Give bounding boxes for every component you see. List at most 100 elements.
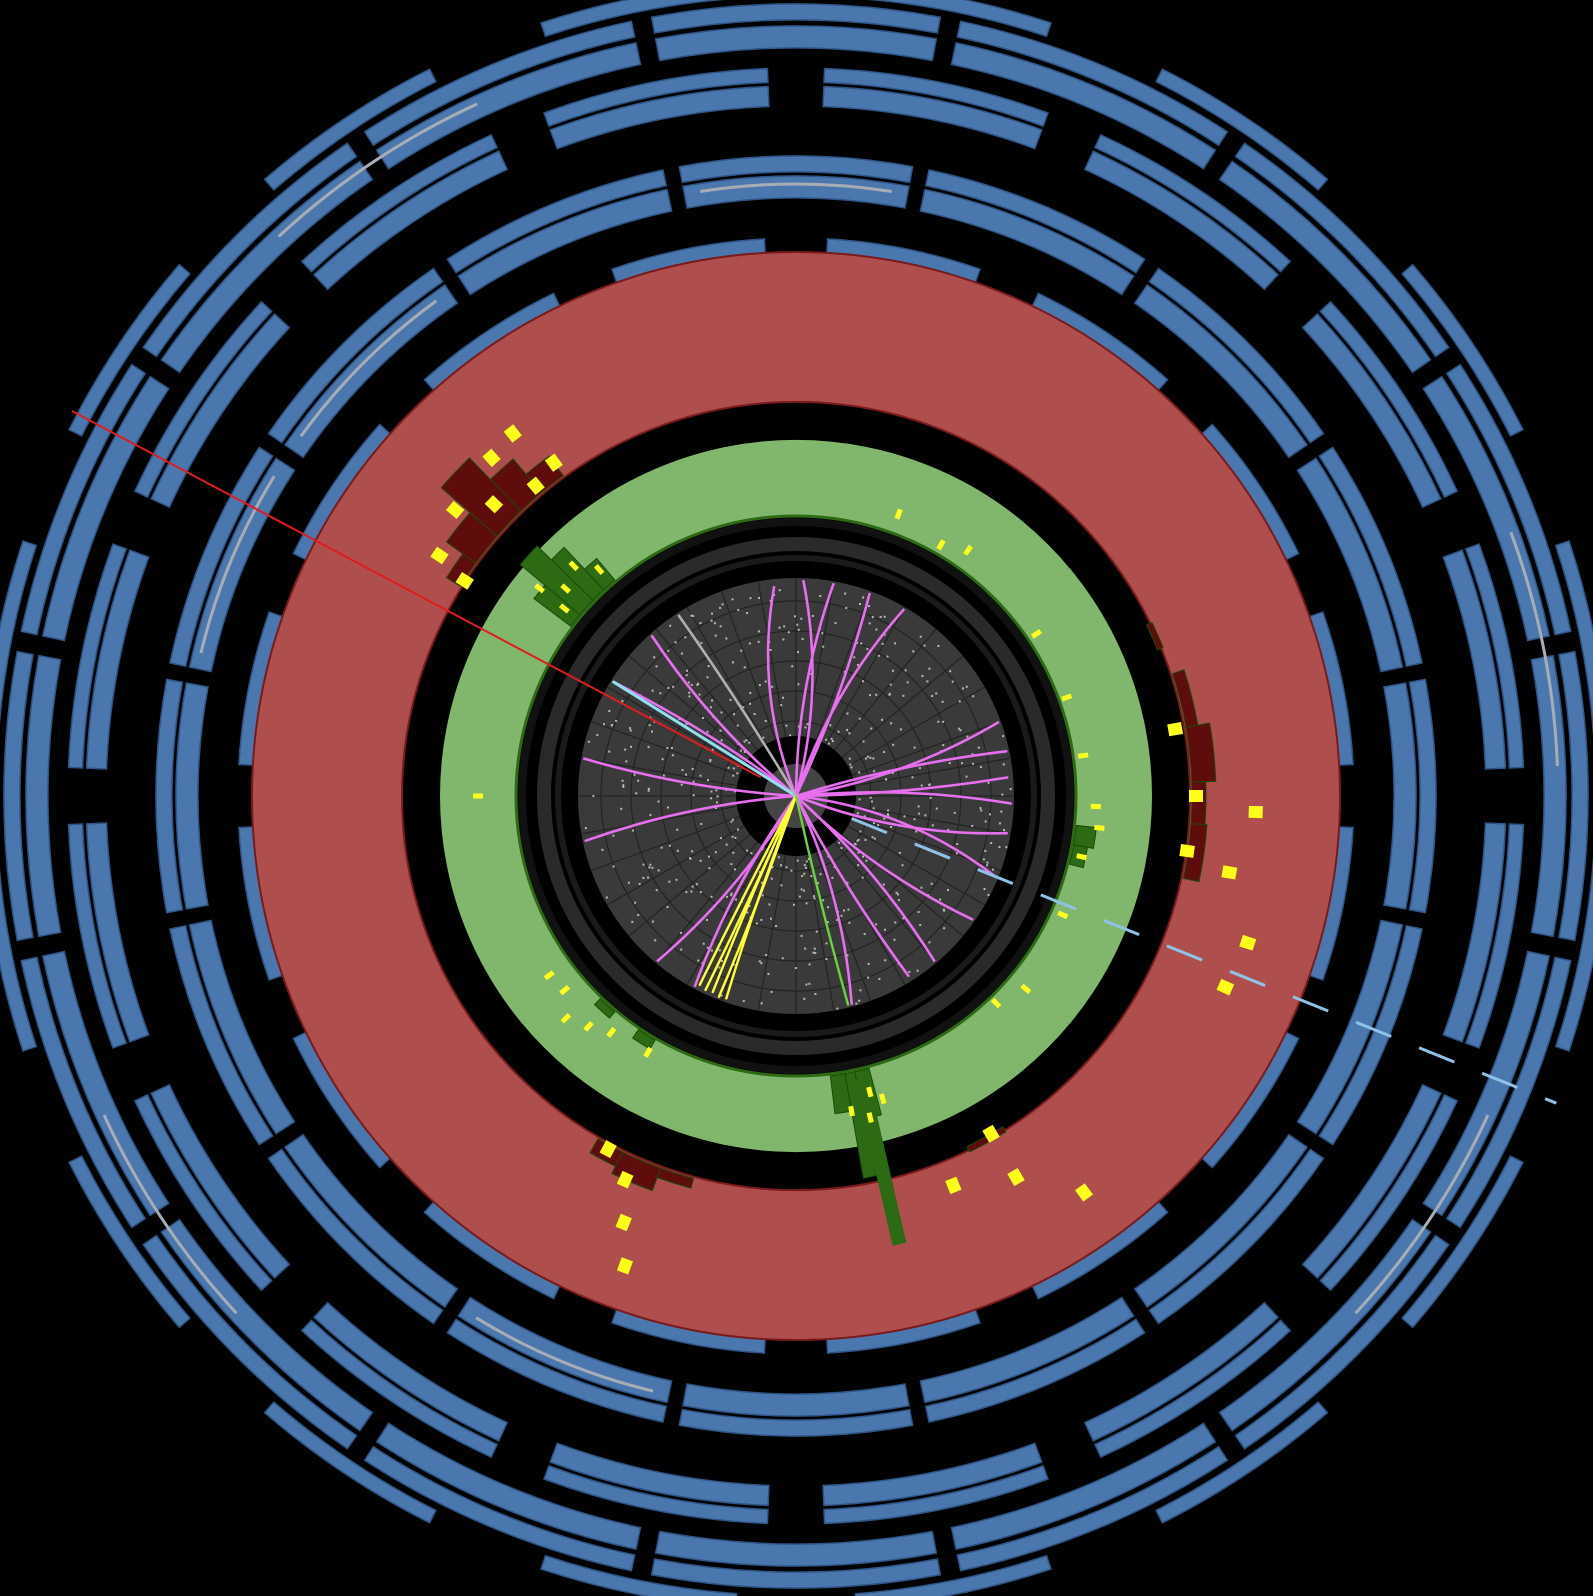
tracker-hit — [680, 948, 683, 951]
cell-hit — [1239, 934, 1257, 951]
cell-hit — [1167, 722, 1184, 737]
muon-chamber — [25, 654, 62, 938]
tracker-hit — [873, 837, 876, 840]
tracker-hit — [764, 680, 767, 683]
tracker-hit — [856, 839, 859, 842]
tracker-hit — [861, 876, 864, 879]
muon-chamber — [267, 1148, 444, 1325]
tracker-hit — [837, 730, 840, 733]
tracker-hit — [758, 684, 761, 687]
tracker-hit — [877, 654, 880, 657]
tracker-hit — [601, 848, 604, 851]
tracker-hit — [720, 994, 723, 997]
cell-hit — [482, 448, 501, 468]
tracker-hit — [842, 909, 845, 912]
tracker-hit — [761, 894, 764, 897]
tracker-hit — [872, 807, 875, 810]
tracker-hit — [655, 889, 658, 892]
tracker-hit — [584, 827, 587, 830]
tracker-hit — [928, 783, 931, 786]
muon-chamber — [1554, 540, 1593, 737]
tracker-hit — [631, 920, 634, 923]
tracker-hit — [858, 999, 861, 1002]
tracker-hit — [758, 960, 761, 963]
tracker-hit — [632, 829, 635, 832]
muon-chamber — [1442, 822, 1507, 1043]
tracker-hit — [796, 859, 799, 862]
cell-hit — [1077, 752, 1089, 759]
tracker-hit — [858, 717, 861, 720]
tracker-hit — [768, 903, 771, 906]
tracker-hit — [642, 877, 645, 880]
tracker-hit — [812, 951, 815, 954]
tracker-hit — [916, 969, 919, 972]
muon-chamber — [1445, 363, 1572, 636]
tracker-hit — [797, 725, 800, 728]
tracker-hit — [742, 706, 745, 709]
ecal-energy-deposit — [583, 557, 616, 591]
tracker-hit — [1002, 763, 1005, 766]
cell-hit — [1248, 805, 1263, 819]
tracker-hit — [868, 622, 871, 625]
muon-chamber — [1093, 1319, 1292, 1459]
muon-chamber — [363, 20, 636, 147]
tracker-hit — [706, 946, 709, 949]
tracker-hit — [919, 635, 922, 638]
tracker-hit — [654, 939, 657, 942]
tracker-hit — [926, 680, 929, 683]
tracker-hit — [730, 863, 733, 866]
tracker-hit — [625, 760, 628, 763]
tracker-hit — [850, 766, 853, 769]
tracker-hit — [870, 800, 873, 803]
charged-track — [794, 794, 997, 878]
jet-track — [698, 794, 798, 987]
charged-track — [794, 608, 905, 798]
muon-chamber — [1464, 823, 1525, 1049]
tracker-hit — [931, 824, 934, 827]
tracker-hit — [836, 918, 839, 921]
tracker-hit — [896, 893, 899, 896]
tracker-hit — [587, 740, 590, 743]
tracker-hit — [986, 861, 989, 864]
jet-track — [704, 794, 798, 992]
muon-track — [71, 410, 762, 779]
tracker-hit — [667, 687, 670, 690]
muon-chamber — [1530, 654, 1567, 938]
tracker-hit — [958, 727, 961, 730]
tracker-hit — [773, 594, 776, 597]
hcal-energy-deposit — [1171, 669, 1199, 728]
tracker-hit — [923, 644, 926, 647]
tracker-hit — [859, 989, 862, 992]
tracker-hit — [764, 720, 767, 723]
cell-hit — [866, 1086, 874, 1098]
tracker-hit — [884, 959, 887, 962]
tracker-hit — [732, 774, 735, 777]
tracker-hit — [935, 807, 938, 810]
muon-chamber — [682, 175, 910, 209]
charged-track — [582, 757, 798, 798]
muon-chamber-hit — [1354, 1114, 1490, 1315]
tracker-hit — [602, 723, 605, 726]
muon-chamber — [1318, 446, 1423, 668]
calorimeter-cell-hits — [430, 424, 1263, 1275]
muon-chamber — [446, 169, 668, 274]
tracker-hit — [829, 724, 832, 727]
tracker-hit — [762, 736, 765, 739]
tracker-hit — [647, 746, 650, 749]
tracker-hit — [637, 914, 640, 917]
tracker-hit — [760, 881, 763, 884]
ecal-energy-deposit — [533, 584, 581, 627]
muon-chamber — [446, 1318, 668, 1423]
muon-chamber — [543, 67, 769, 128]
tracker-hit — [699, 621, 702, 624]
tracker-hit — [676, 849, 679, 852]
tracker-hit — [943, 927, 946, 930]
tracker-hit — [825, 942, 828, 945]
tracker-hit — [807, 857, 810, 860]
tracker-module-edge — [686, 606, 767, 745]
tracker-hit — [748, 741, 751, 744]
muon-chamber — [654, 25, 938, 62]
tracker-hit — [692, 615, 695, 618]
tracker-hit — [801, 875, 804, 878]
tracker-hit — [714, 807, 717, 810]
